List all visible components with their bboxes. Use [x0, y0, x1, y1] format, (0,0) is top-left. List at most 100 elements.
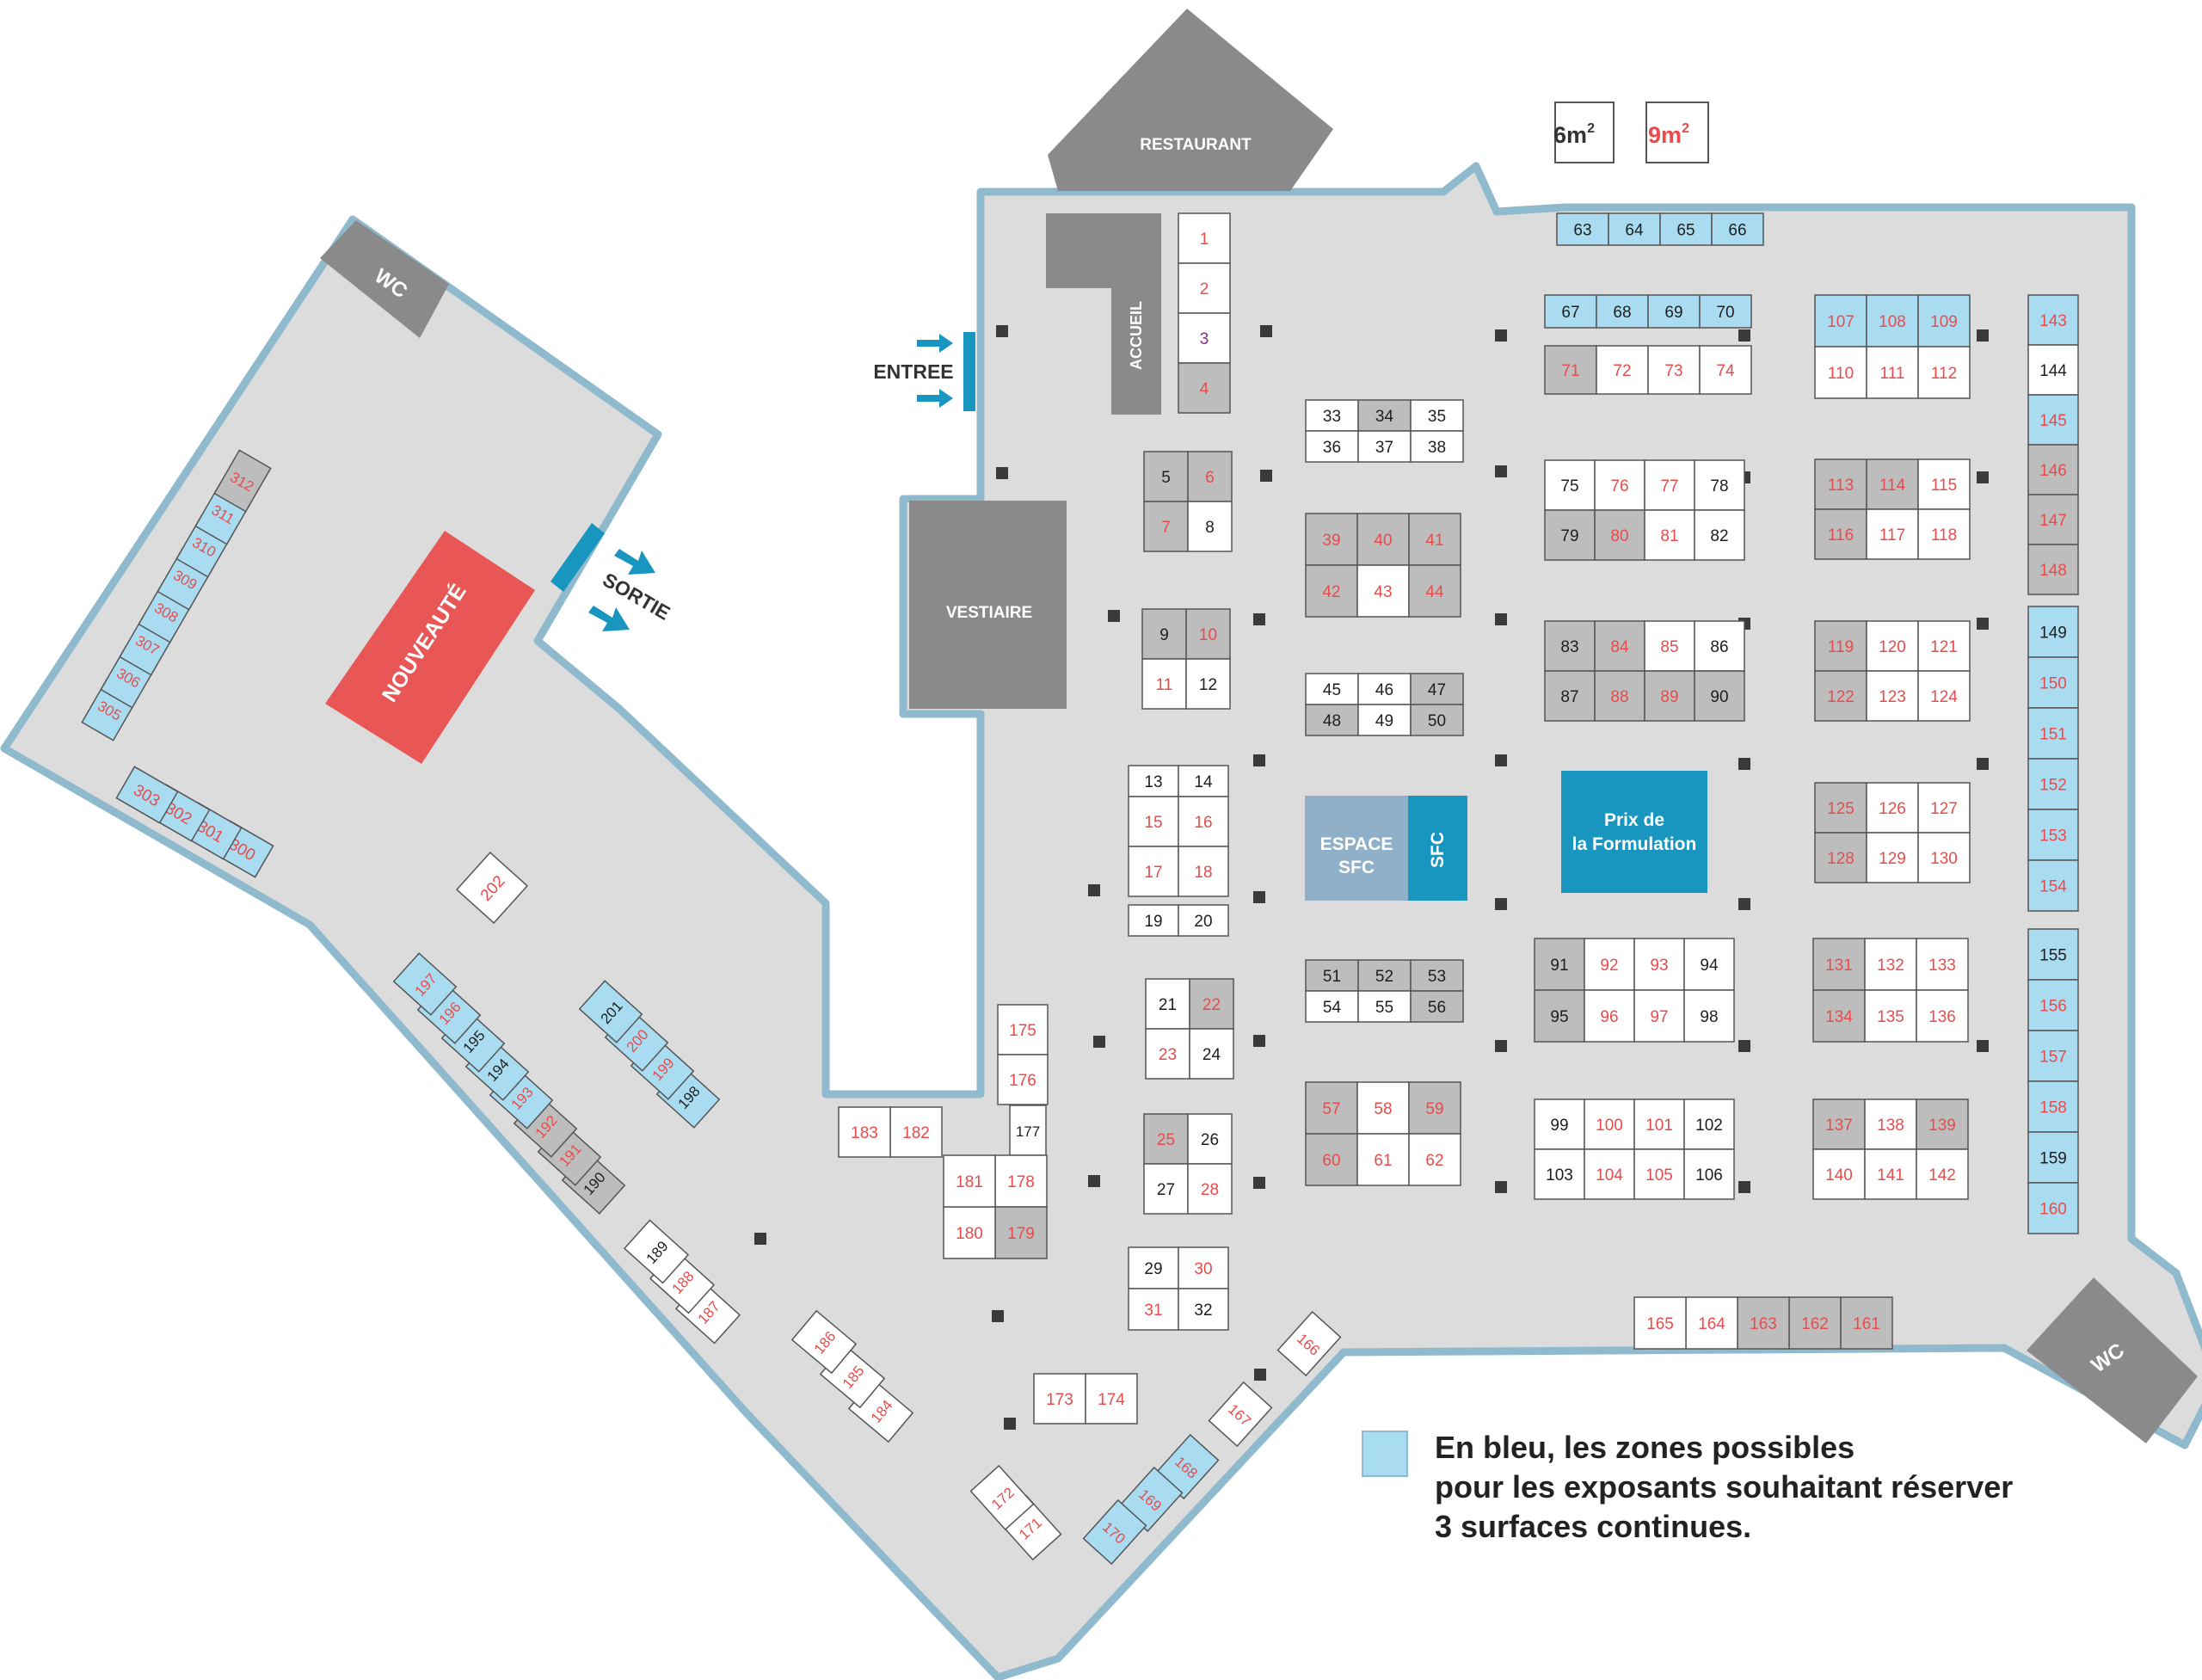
- booth-153[interactable]: 153: [2027, 809, 2079, 861]
- booth-165[interactable]: 165: [1633, 1296, 1687, 1350]
- booth-99[interactable]: 99: [1534, 1098, 1585, 1150]
- booth-182[interactable]: 182: [889, 1106, 943, 1158]
- booth-189[interactable]: 189: [623, 1219, 690, 1284]
- booth-173[interactable]: 173: [1033, 1373, 1086, 1425]
- booth-113[interactable]: 113: [1814, 458, 1867, 510]
- booth-17[interactable]: 17: [1128, 846, 1179, 897]
- booth-81[interactable]: 81: [1644, 509, 1695, 561]
- booth-100[interactable]: 100: [1584, 1098, 1635, 1150]
- booth-32[interactable]: 32: [1178, 1288, 1229, 1331]
- booth-77[interactable]: 77: [1644, 459, 1695, 511]
- booth-66[interactable]: 66: [1711, 212, 1764, 246]
- booth-6[interactable]: 6: [1187, 451, 1233, 502]
- booth-20[interactable]: 20: [1178, 904, 1229, 937]
- booth-33[interactable]: 33: [1305, 399, 1359, 432]
- booth-142[interactable]: 142: [1916, 1148, 1969, 1200]
- booth-63[interactable]: 63: [1556, 212, 1609, 246]
- booth-138[interactable]: 138: [1864, 1098, 1917, 1150]
- booth-76[interactable]: 76: [1594, 459, 1645, 511]
- booth-303[interactable]: 303: [115, 766, 179, 824]
- booth-92[interactable]: 92: [1584, 938, 1635, 991]
- booth-151[interactable]: 151: [2027, 707, 2079, 760]
- booth-135[interactable]: 135: [1864, 989, 1917, 1043]
- booth-55[interactable]: 55: [1357, 990, 1412, 1023]
- booth-183[interactable]: 183: [838, 1106, 891, 1158]
- booth-88[interactable]: 88: [1594, 670, 1645, 722]
- booth-52[interactable]: 52: [1357, 959, 1412, 992]
- booth-86[interactable]: 86: [1694, 620, 1745, 672]
- booth-69[interactable]: 69: [1647, 294, 1701, 329]
- booth-71[interactable]: 71: [1544, 345, 1597, 395]
- prix-formulation-area[interactable]: [1561, 771, 1707, 893]
- booth-167[interactable]: 167: [1208, 1381, 1273, 1448]
- booth-179[interactable]: 179: [994, 1206, 1048, 1259]
- booth-157[interactable]: 157: [2027, 1030, 2079, 1082]
- booth-21[interactable]: 21: [1145, 978, 1190, 1030]
- booth-103[interactable]: 103: [1534, 1148, 1585, 1200]
- booth-12[interactable]: 12: [1185, 658, 1231, 710]
- booth-27[interactable]: 27: [1143, 1163, 1189, 1215]
- booth-131[interactable]: 131: [1812, 938, 1866, 991]
- booth-80[interactable]: 80: [1594, 509, 1645, 561]
- booth-180[interactable]: 180: [943, 1206, 996, 1259]
- booth-175[interactable]: 175: [997, 1004, 1049, 1055]
- booth-50[interactable]: 50: [1410, 704, 1464, 736]
- booth-84[interactable]: 84: [1594, 620, 1645, 672]
- booth-105[interactable]: 105: [1633, 1148, 1685, 1200]
- booth-58[interactable]: 58: [1356, 1081, 1410, 1135]
- booth-14[interactable]: 14: [1178, 765, 1229, 797]
- booth-158[interactable]: 158: [2027, 1080, 2079, 1133]
- booth-133[interactable]: 133: [1916, 938, 1969, 991]
- booth-176[interactable]: 176: [997, 1054, 1049, 1105]
- booth-83[interactable]: 83: [1544, 620, 1596, 672]
- booth-59[interactable]: 59: [1408, 1081, 1461, 1135]
- booth-30[interactable]: 30: [1178, 1246, 1229, 1289]
- accueil-desk[interactable]: [1046, 213, 1161, 415]
- booth-60[interactable]: 60: [1305, 1133, 1358, 1186]
- booth-163[interactable]: 163: [1737, 1296, 1790, 1350]
- booth-26[interactable]: 26: [1187, 1113, 1233, 1165]
- booth-108[interactable]: 108: [1866, 294, 1919, 348]
- booth-1[interactable]: 1: [1178, 212, 1231, 264]
- booth-132[interactable]: 132: [1864, 938, 1917, 991]
- booth-197[interactable]: 197: [392, 952, 458, 1016]
- booth-140[interactable]: 140: [1812, 1148, 1866, 1200]
- booth-16[interactable]: 16: [1178, 796, 1229, 847]
- booth-45[interactable]: 45: [1305, 673, 1359, 705]
- booth-115[interactable]: 115: [1917, 458, 1971, 510]
- booth-143[interactable]: 143: [2027, 294, 2079, 346]
- booth-101[interactable]: 101: [1633, 1098, 1685, 1150]
- booth-37[interactable]: 37: [1357, 430, 1412, 463]
- exit-door[interactable]: [550, 523, 605, 592]
- booth-68[interactable]: 68: [1596, 294, 1649, 329]
- booth-202[interactable]: 202: [455, 851, 529, 925]
- booth-119[interactable]: 119: [1814, 620, 1867, 672]
- booth-161[interactable]: 161: [1840, 1296, 1893, 1350]
- booth-110[interactable]: 110: [1814, 346, 1867, 399]
- booth-106[interactable]: 106: [1683, 1148, 1735, 1200]
- booth-8[interactable]: 8: [1187, 501, 1233, 552]
- booth-25[interactable]: 25: [1143, 1113, 1189, 1165]
- booth-93[interactable]: 93: [1633, 938, 1685, 991]
- booth-11[interactable]: 11: [1141, 658, 1187, 710]
- booth-160[interactable]: 160: [2027, 1182, 2079, 1234]
- booth-120[interactable]: 120: [1866, 620, 1919, 672]
- booth-125[interactable]: 125: [1814, 782, 1867, 834]
- booth-41[interactable]: 41: [1408, 513, 1461, 566]
- booth-5[interactable]: 5: [1143, 451, 1189, 502]
- booth-89[interactable]: 89: [1644, 670, 1695, 722]
- booth-65[interactable]: 65: [1659, 212, 1713, 246]
- booth-49[interactable]: 49: [1357, 704, 1412, 736]
- booth-23[interactable]: 23: [1145, 1028, 1190, 1080]
- booth-162[interactable]: 162: [1788, 1296, 1842, 1350]
- booth-312[interactable]: 312: [213, 449, 272, 513]
- nouveaute-area[interactable]: [325, 531, 535, 764]
- booth-155[interactable]: 155: [2027, 928, 2079, 981]
- booth-164[interactable]: 164: [1685, 1296, 1738, 1350]
- espace-sfc-area[interactable]: [1305, 796, 1408, 901]
- booth-79[interactable]: 79: [1544, 509, 1596, 561]
- booth-22[interactable]: 22: [1189, 978, 1234, 1030]
- booth-147[interactable]: 147: [2027, 494, 2079, 545]
- booth-174[interactable]: 174: [1085, 1373, 1138, 1425]
- booth-31[interactable]: 31: [1128, 1288, 1179, 1331]
